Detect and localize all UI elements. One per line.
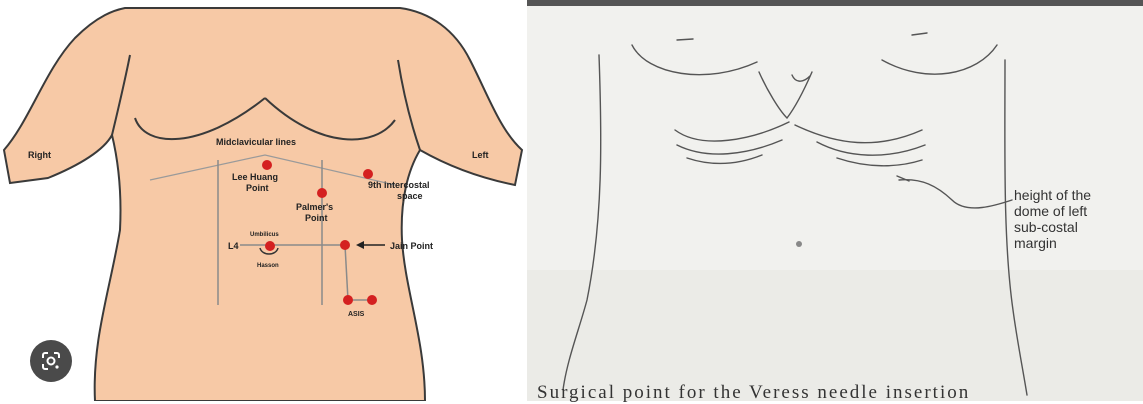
- label-palmer-2: Point: [305, 213, 328, 223]
- annotation-line-3: sub-costal: [1014, 219, 1078, 235]
- left-diagram: Right Left Midclavicular lines Lee Huang…: [0, 0, 525, 401]
- label-l4: L4: [228, 241, 239, 251]
- google-lens-button[interactable]: [30, 340, 72, 382]
- torso-silhouette: [4, 8, 522, 401]
- label-palmer-1: Palmer's: [296, 202, 333, 212]
- annotation-line-1: height of the: [1014, 187, 1091, 203]
- label-9th-ic-1: 9th intercostal: [368, 180, 430, 190]
- label-midclavicular: Midclavicular lines: [216, 137, 296, 147]
- annotation-line-4: margin: [1014, 235, 1057, 251]
- right-diagram: height of the dome of left sub-costal ma…: [527, 0, 1143, 401]
- annotation-line-2: dome of left: [1014, 203, 1087, 219]
- torso-port-diagram: Right Left Midclavicular lines Lee Huang…: [0, 0, 525, 401]
- label-left: Left: [472, 150, 489, 160]
- pencil-sketch-diagram: height of the dome of left sub-costal ma…: [527, 0, 1143, 401]
- label-asis: ASIS: [348, 311, 365, 318]
- label-9th-ic-2: space: [397, 191, 423, 201]
- palmer-point-dot: [317, 188, 327, 198]
- label-jain: Jain Point: [390, 241, 433, 251]
- umbilicus-mark: [796, 241, 802, 247]
- asis-dot-1: [343, 295, 353, 305]
- asis-dot-2: [367, 295, 377, 305]
- label-umbilicus: Umbilicus: [250, 232, 279, 238]
- label-lee-huang-2: Point: [246, 183, 269, 193]
- label-right: Right: [28, 150, 51, 160]
- jain-point-dot: [340, 240, 350, 250]
- ninth-intercostal-dot: [363, 169, 373, 179]
- google-lens-icon: [39, 349, 63, 373]
- label-lee-huang-1: Lee Huang: [232, 172, 278, 182]
- hasson-dot: [265, 241, 275, 251]
- lee-huang-point-dot: [262, 160, 272, 170]
- label-hasson: Hasson: [257, 263, 279, 269]
